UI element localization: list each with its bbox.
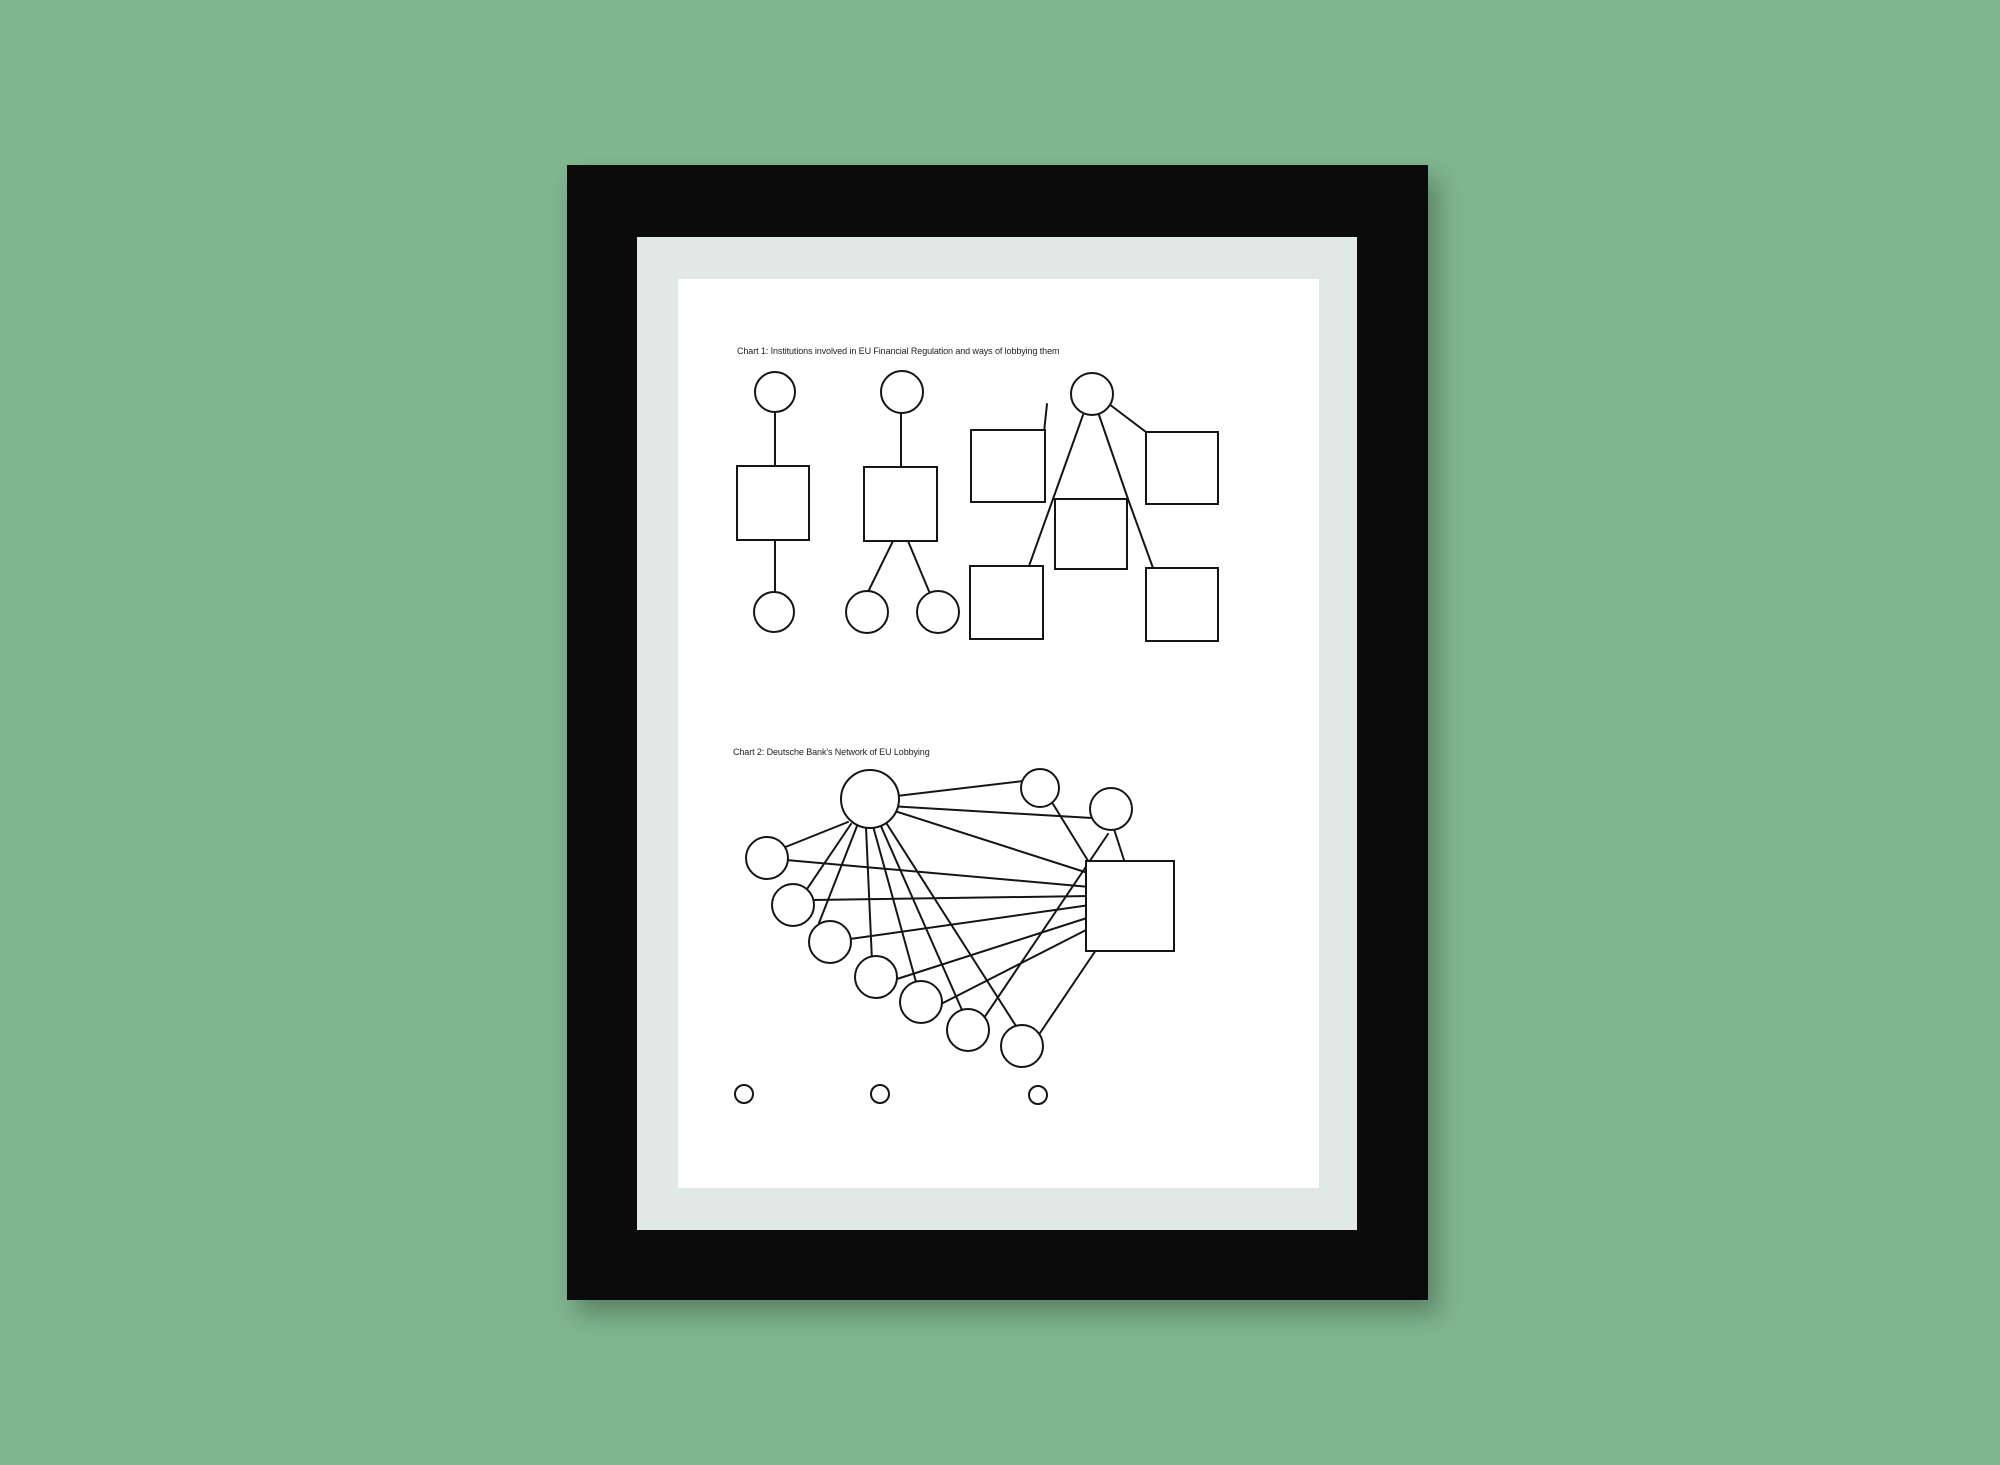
connector-line bbox=[1043, 403, 1048, 433]
chart1-group-b bbox=[845, 370, 960, 634]
node-square bbox=[1085, 860, 1175, 952]
node-circle bbox=[845, 590, 889, 634]
connector-line bbox=[1052, 414, 1084, 500]
node-circle bbox=[753, 591, 795, 633]
edge-line bbox=[804, 823, 852, 893]
edge-line bbox=[865, 826, 873, 962]
node-circle bbox=[754, 371, 796, 413]
edge-line bbox=[1112, 825, 1125, 861]
small-circle bbox=[870, 1084, 890, 1104]
connector-line bbox=[1108, 403, 1147, 433]
node-square bbox=[969, 565, 1044, 640]
chart2-nodes bbox=[745, 768, 1175, 1068]
chart1-group-c bbox=[969, 372, 1219, 642]
node-circle bbox=[1020, 768, 1060, 808]
node-circle bbox=[1070, 372, 1114, 416]
edge-line bbox=[782, 821, 849, 849]
edge-line bbox=[884, 820, 1017, 1027]
connector-line bbox=[1028, 498, 1054, 567]
chart1-diagram bbox=[736, 370, 1219, 642]
edge-line bbox=[896, 916, 1091, 980]
connector-line bbox=[1127, 498, 1154, 569]
node-square bbox=[736, 465, 810, 541]
edge-line bbox=[870, 804, 1093, 819]
chart2-edges bbox=[782, 780, 1125, 1034]
edge-line bbox=[849, 904, 1091, 940]
connector-line bbox=[1098, 414, 1129, 500]
node-circle bbox=[808, 920, 852, 964]
node-circle bbox=[1000, 1024, 1044, 1068]
node-square bbox=[863, 466, 938, 542]
node-circle bbox=[899, 980, 943, 1024]
node-circle bbox=[880, 370, 924, 414]
node-square bbox=[970, 429, 1046, 503]
node-circle bbox=[854, 955, 898, 999]
edge-line bbox=[785, 859, 1091, 888]
edge-line bbox=[811, 895, 1091, 901]
node-circle bbox=[1089, 787, 1133, 831]
hub-circle bbox=[840, 769, 900, 829]
edge-line bbox=[940, 927, 1091, 1005]
edge-line bbox=[818, 825, 858, 924]
chart2-isolated-nodes bbox=[734, 1084, 1048, 1105]
edge-line bbox=[879, 823, 963, 1011]
node-circle bbox=[771, 883, 815, 927]
node-square bbox=[1054, 498, 1128, 570]
edge-line bbox=[872, 825, 917, 983]
edge-line bbox=[1039, 949, 1097, 1034]
chart1-group-a bbox=[736, 371, 810, 633]
node-square bbox=[1145, 431, 1219, 505]
chart1-title: Chart 1: Institutions involved in EU Fin… bbox=[737, 346, 1060, 356]
small-circle bbox=[734, 1084, 754, 1104]
connector-line bbox=[907, 540, 932, 597]
node-circle bbox=[916, 590, 960, 634]
connector-line bbox=[865, 540, 894, 597]
small-circle bbox=[1028, 1085, 1048, 1105]
node-circle bbox=[946, 1008, 990, 1052]
chart2-title: Chart 2: Deutsche Bank's Network of EU L… bbox=[733, 747, 930, 757]
node-square bbox=[1145, 567, 1219, 642]
node-circle bbox=[745, 836, 789, 880]
edge-line bbox=[875, 804, 1089, 874]
edge-line bbox=[1052, 803, 1091, 865]
chart2-diagram bbox=[734, 768, 1175, 1105]
